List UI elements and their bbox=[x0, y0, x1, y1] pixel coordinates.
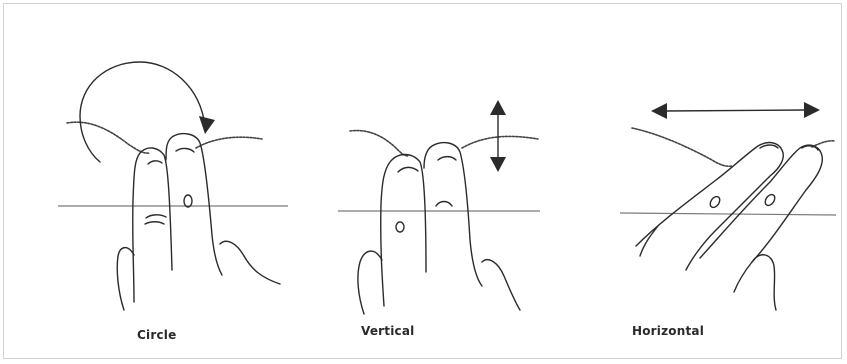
gesture-label-circle: Circle bbox=[137, 328, 176, 342]
gesture-label-vertical: Vertical bbox=[361, 324, 414, 338]
circle-arrow-icon bbox=[80, 62, 215, 162]
hand-sketch bbox=[358, 143, 520, 314]
hand-sketch bbox=[636, 143, 822, 310]
horizontal-arrow-icon bbox=[651, 102, 820, 119]
hand-sketch bbox=[117, 134, 280, 310]
horizontal-gesture-illustration bbox=[620, 102, 836, 310]
circle-gesture-illustration bbox=[58, 62, 288, 310]
gesture-label-horizontal: Horizontal bbox=[632, 324, 704, 338]
surface-line bbox=[620, 213, 836, 215]
vertical-gesture-illustration bbox=[338, 100, 540, 314]
eyebrow-stroke bbox=[67, 122, 262, 153]
